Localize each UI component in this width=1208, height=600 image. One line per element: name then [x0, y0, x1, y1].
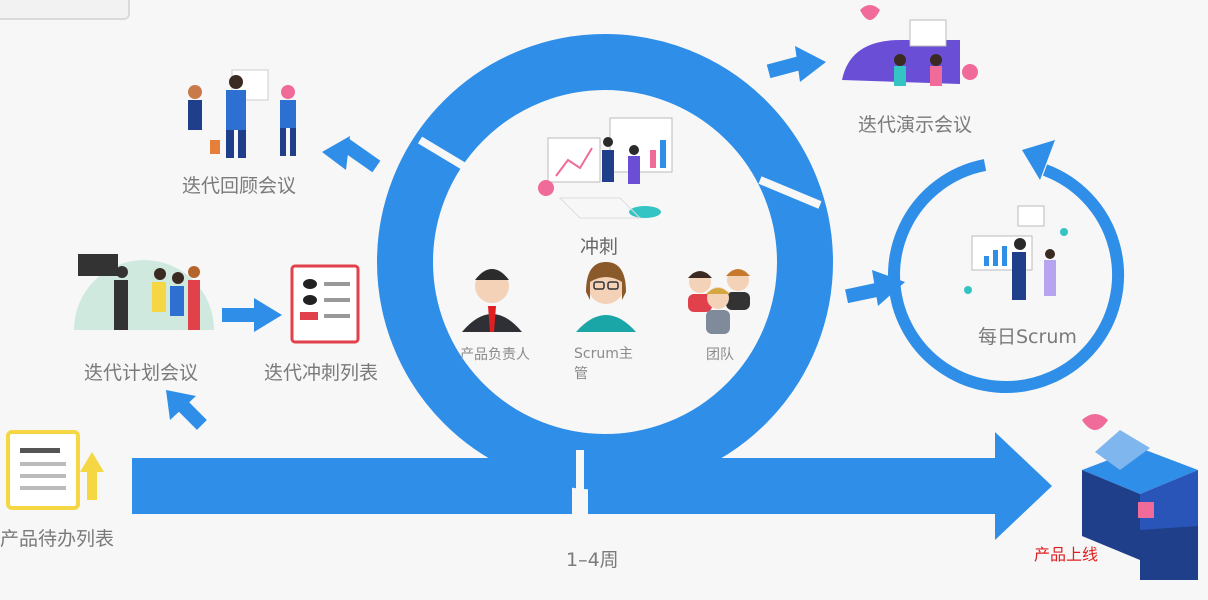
daily-scrum-label: 每日Scrum	[978, 326, 1077, 348]
backlog-up-arrow	[80, 452, 104, 500]
daily-loop	[888, 140, 1124, 393]
retro-illustration	[188, 69, 296, 158]
arrow-to-retro	[322, 136, 381, 173]
release-label: 产品上线	[1034, 545, 1099, 564]
daily-illustration	[964, 205, 1068, 300]
sprint-backlog-icon	[290, 264, 360, 344]
sprint-loop	[377, 34, 833, 520]
corner-tab	[0, 0, 130, 20]
arrow-to-sprint-backlog	[222, 298, 282, 332]
team-icon	[688, 269, 750, 334]
sprint-backlog-label: 迭代冲刺列表	[264, 362, 379, 384]
sprint-label: 冲刺	[580, 236, 619, 258]
duration-label: 1–4周	[566, 549, 619, 571]
scrum-master-icon	[576, 262, 636, 332]
planning-illustration	[74, 254, 214, 330]
arrow-to-demo	[766, 46, 826, 82]
team-label: 团队	[706, 347, 734, 363]
arrow-to-planning	[166, 390, 207, 430]
product-owner-label: 产品负责人	[460, 347, 530, 363]
retro-label: 迭代回顾会议	[182, 175, 297, 197]
sprint-illustration	[538, 117, 673, 219]
planning-label: 迭代计划会议	[84, 362, 199, 384]
arrow-to-daily	[845, 270, 905, 306]
scrum-master-label: Scrum主管	[574, 346, 633, 382]
demo-illustration	[842, 5, 978, 86]
release-box-icon	[1082, 414, 1198, 580]
demo-label: 迭代演示会议	[858, 114, 973, 136]
product-backlog-icon	[6, 430, 80, 510]
product-owner-icon	[462, 269, 522, 332]
product-backlog-label: 产品待办列表	[0, 528, 115, 550]
